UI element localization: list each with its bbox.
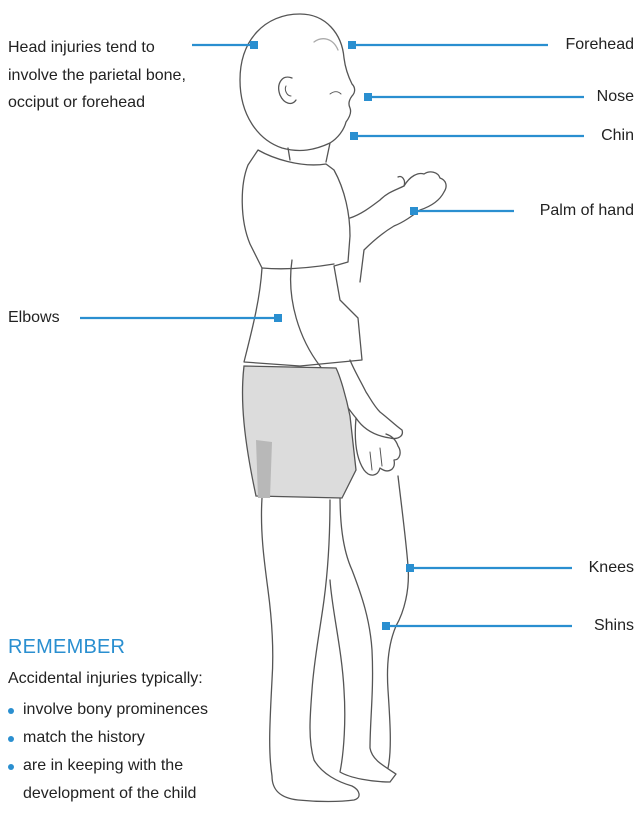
head-note-line-2: involve the parietal bone,: [8, 66, 186, 84]
callout-dot-palm: [410, 207, 418, 215]
bullet-icon: [8, 764, 14, 770]
ear-outline: [278, 76, 297, 105]
remember-heading: REMEMBER: [8, 636, 126, 658]
callout-dot-head: [250, 41, 258, 49]
callout-dot-elbows: [274, 314, 282, 322]
head-injury-note: Head injuries tend to involve the pariet…: [8, 34, 186, 117]
head-outline: [239, 13, 356, 152]
label-knees: Knees: [588, 559, 634, 576]
label-shins: Shins: [593, 617, 634, 634]
front-arm: [289, 259, 404, 440]
raised-arm: [349, 171, 447, 283]
shorts-shadow: [256, 440, 272, 498]
remember-list: involve bony prominences match the histo…: [8, 696, 208, 808]
list-item: involve bony prominences: [8, 696, 208, 724]
shirt-outline: [241, 149, 363, 367]
label-palm-of-hand: Palm of hand: [539, 202, 634, 219]
label-forehead: Forehead: [565, 36, 635, 53]
label-nose: Nose: [596, 88, 634, 105]
bullet-icon: [8, 736, 14, 742]
back-leg: [329, 493, 397, 783]
callout-dot-chin: [350, 132, 358, 140]
callout-dot-shins: [382, 622, 390, 630]
remember-intro: Accidental injuries typically:: [8, 670, 203, 687]
head-note-line-3: occiput or forehead: [8, 94, 145, 111]
callout-dot-forehead: [348, 41, 356, 49]
list-item: match the history: [8, 724, 208, 752]
front-leg: [260, 497, 360, 803]
label-elbows: Elbows: [8, 309, 60, 326]
callout-dot-nose: [364, 93, 372, 101]
label-chin: Chin: [601, 127, 634, 144]
callout-dot-knees: [406, 564, 414, 572]
list-item: are in keeping with the development of t…: [8, 752, 208, 808]
bullet-icon: [8, 708, 14, 714]
head-note-line-1: Head injuries tend to: [8, 39, 155, 56]
